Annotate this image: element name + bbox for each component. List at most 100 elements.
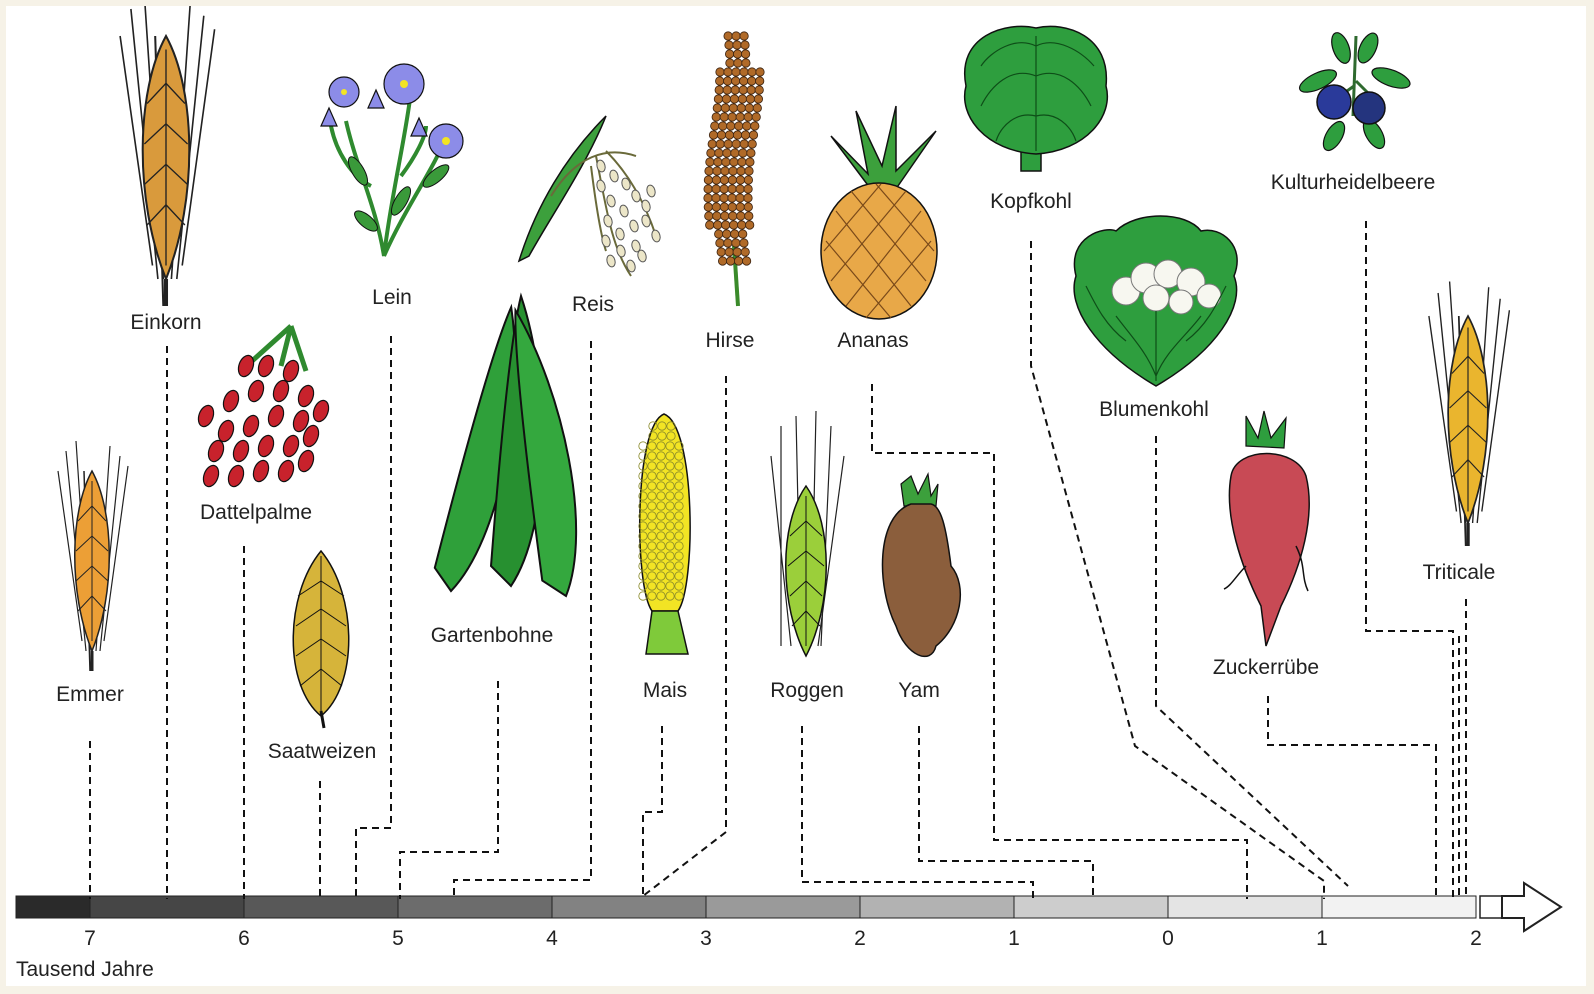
millet-grain (721, 212, 729, 220)
label-dattelpalme: Dattelpalme (200, 501, 312, 524)
timeline-segment (244, 896, 398, 918)
millet-grain (737, 212, 745, 220)
label-einkorn: Einkorn (130, 311, 201, 334)
timeline-tick-label: 0 (1162, 927, 1174, 950)
millet-grain (744, 176, 752, 184)
kulturheidelbeere-icon (1296, 30, 1412, 154)
millet-grain (713, 167, 721, 175)
millet-grain (724, 140, 732, 148)
millet-grain (724, 68, 732, 76)
millet-grain (725, 41, 733, 49)
millet-grain (728, 203, 736, 211)
label-yam: Yam (898, 679, 940, 702)
millet-grain (738, 158, 746, 166)
timeline-bar (16, 896, 1528, 918)
zuckerruebe-icon (1224, 411, 1309, 646)
label-gartenbohne: Gartenbohne (431, 624, 554, 647)
millet-grain (743, 122, 751, 130)
timeline-segment (90, 896, 244, 918)
timeline-tick-label: 4 (546, 927, 558, 950)
date-fruit (241, 413, 262, 438)
label-ananas: Ananas (837, 329, 908, 352)
millet-grain (733, 131, 741, 139)
label-roggen: Roggen (770, 679, 844, 702)
millet-grain (723, 230, 731, 238)
millet-grain (754, 95, 762, 103)
millet-grain (726, 257, 734, 265)
roggen-icon (771, 411, 844, 656)
timeline-unit-label: Tausend Jahre (16, 958, 154, 981)
millet-grain (722, 95, 730, 103)
millet-grain (713, 212, 721, 220)
millet-grain (736, 203, 744, 211)
millet-grain (727, 122, 735, 130)
millet-grain (747, 86, 755, 94)
millet-grain (723, 86, 731, 94)
mais-icon (639, 414, 690, 654)
millet-grain (709, 131, 717, 139)
label-mais: Mais (643, 679, 687, 702)
millet-grain (744, 203, 752, 211)
millet-grain (721, 104, 729, 112)
millet-grain (715, 230, 723, 238)
millet-grain (731, 149, 739, 157)
millet-grain (730, 95, 738, 103)
millet-grain (721, 167, 729, 175)
millet-grain (722, 158, 730, 166)
millet-grain (714, 95, 722, 103)
millet-grain (734, 59, 742, 67)
millet-grain (712, 185, 720, 193)
timeline-tick-label: 1 (1316, 927, 1328, 950)
millet-grain (705, 212, 713, 220)
millet-grain (739, 230, 747, 238)
label-saatweizen: Saatweizen (268, 740, 377, 763)
millet-grain (705, 167, 713, 175)
date-fruit (231, 438, 252, 463)
millet-grain (756, 77, 764, 85)
date-fruit (266, 403, 287, 428)
date-fruit (296, 383, 317, 408)
date-fruit (276, 458, 297, 483)
hirse-icon (704, 32, 764, 306)
rice-grain (596, 179, 607, 193)
millet-grain (719, 122, 727, 130)
millet-grain (711, 122, 719, 130)
millet-grain (712, 113, 720, 121)
millet-grain (732, 32, 740, 40)
millet-grain (724, 239, 732, 247)
date-fruit (281, 433, 302, 458)
timeline-segment (706, 896, 860, 918)
rice-grain (609, 169, 620, 183)
date-fruit (196, 403, 217, 428)
millet-grain (744, 185, 752, 193)
date-fruit (201, 463, 222, 488)
millet-grain (708, 140, 716, 148)
millet-grain (746, 158, 754, 166)
millet-grain (720, 113, 728, 121)
label-kopfkohl: Kopfkohl (990, 190, 1072, 213)
millet-grain (739, 149, 747, 157)
millet-grain (704, 176, 712, 184)
millet-grain (737, 167, 745, 175)
label-kulturheidelbeere: Kulturheidelbeere (1271, 171, 1436, 194)
millet-grain (717, 131, 725, 139)
millet-grain (730, 158, 738, 166)
rice-grain (606, 254, 617, 268)
date-fruit (226, 463, 247, 488)
timeline-segment (1014, 896, 1168, 918)
date-fruit (246, 378, 267, 403)
rice-grain (603, 214, 614, 228)
millet-grain (735, 122, 743, 130)
label-zuckerruebe: Zuckerrübe (1213, 656, 1319, 679)
millet-grain (753, 104, 761, 112)
millet-grain (733, 248, 741, 256)
label-emmer: Emmer (56, 683, 124, 706)
millet-grain (738, 95, 746, 103)
timeline-segment (860, 896, 1014, 918)
date-fruit (256, 433, 277, 458)
label-hirse: Hirse (705, 329, 754, 352)
rice-grain (631, 189, 642, 203)
rice-grain (646, 184, 657, 198)
millet-grain (745, 167, 753, 175)
millet-grain (725, 50, 733, 58)
